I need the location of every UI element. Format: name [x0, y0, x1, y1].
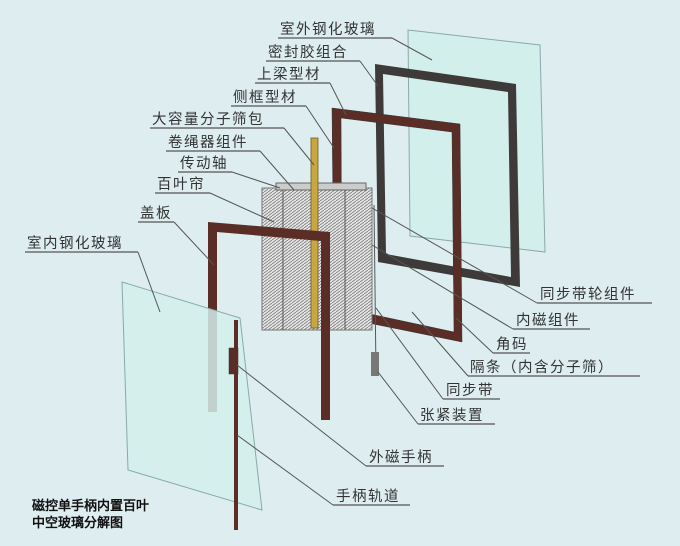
callout-outdoor-glass: 室外钢化玻璃 [278, 21, 433, 61]
callout-blind: 百叶帘 [155, 176, 275, 223]
svg-text:盖板: 盖板 [140, 204, 172, 222]
svg-text:上梁型材: 上梁型材 [257, 66, 321, 83]
callout-spacer: 隔条（内含分子筛） [411, 311, 640, 377]
callout-side-frame: 侧框型材 [231, 89, 335, 149]
callout-cover-plate: 盖板 [138, 204, 215, 266]
callout-indoor-glass: 室内钢化玻璃 [25, 235, 161, 313]
callout-top-beam: 上梁型材 [255, 66, 347, 116]
svg-text:侧框型材: 侧框型材 [233, 89, 297, 106]
rope-winder [275, 182, 367, 191]
callout-inner-magnet: 内磁组件 [371, 244, 590, 330]
callout-corner-key: 角码 [455, 317, 530, 354]
svg-text:手柄轨道: 手柄轨道 [336, 488, 400, 505]
svg-text:百叶帘: 百叶帘 [157, 176, 205, 193]
svg-text:大容量分子筛包: 大容量分子筛包 [152, 111, 264, 128]
svg-text:外磁手柄: 外磁手柄 [369, 449, 433, 466]
indoor-glass [121, 281, 263, 511]
callout-rope-winder: 卷绳器组件 [166, 134, 295, 191]
svg-text:卷绳器组件: 卷绳器组件 [168, 134, 248, 151]
outer-magnet-handle [228, 347, 239, 375]
svg-text:室外钢化玻璃: 室外钢化玻璃 [280, 21, 376, 38]
svg-text:同步带轮组件: 同步带轮组件 [540, 286, 636, 303]
svg-text:室内钢化玻璃: 室内钢化玻璃 [27, 235, 123, 252]
tensioner-device [371, 352, 379, 376]
timing-belt [373, 204, 377, 373]
handle-track [234, 320, 238, 530]
callout-tensioner: 张紧装置 [377, 371, 495, 425]
sealant-frame [375, 64, 520, 287]
callout-pulley: 同步带轮组件 [371, 207, 652, 304]
caption-line-2: 中空玻璃分解图 [32, 515, 123, 531]
svg-text:张紧装置: 张紧装置 [420, 407, 484, 424]
callout-desiccant-pack: 大容量分子筛包 [150, 111, 315, 166]
callout-handle-track: 手柄轨道 [236, 434, 410, 506]
callout-outer-handle: 外磁手柄 [236, 364, 444, 467]
svg-text:角码: 角码 [496, 336, 528, 353]
callout-sealant: 密封胶组合 [266, 44, 379, 87]
caption-line-1: 磁控单手柄内置百叶 [32, 498, 149, 514]
svg-text:隔条（内含分子筛）: 隔条（内含分子筛） [470, 359, 614, 376]
svg-text:传动轴: 传动轴 [180, 155, 228, 172]
callout-belt: 同步带 [375, 307, 500, 400]
svg-text:内磁组件: 内磁组件 [516, 312, 580, 329]
svg-text:同步带: 同步带 [446, 382, 494, 399]
svg-text:密封胶组合: 密封胶组合 [268, 44, 348, 61]
outdoor-glass [407, 29, 546, 253]
callout-drive-shaft: 传动轴 [178, 155, 281, 189]
